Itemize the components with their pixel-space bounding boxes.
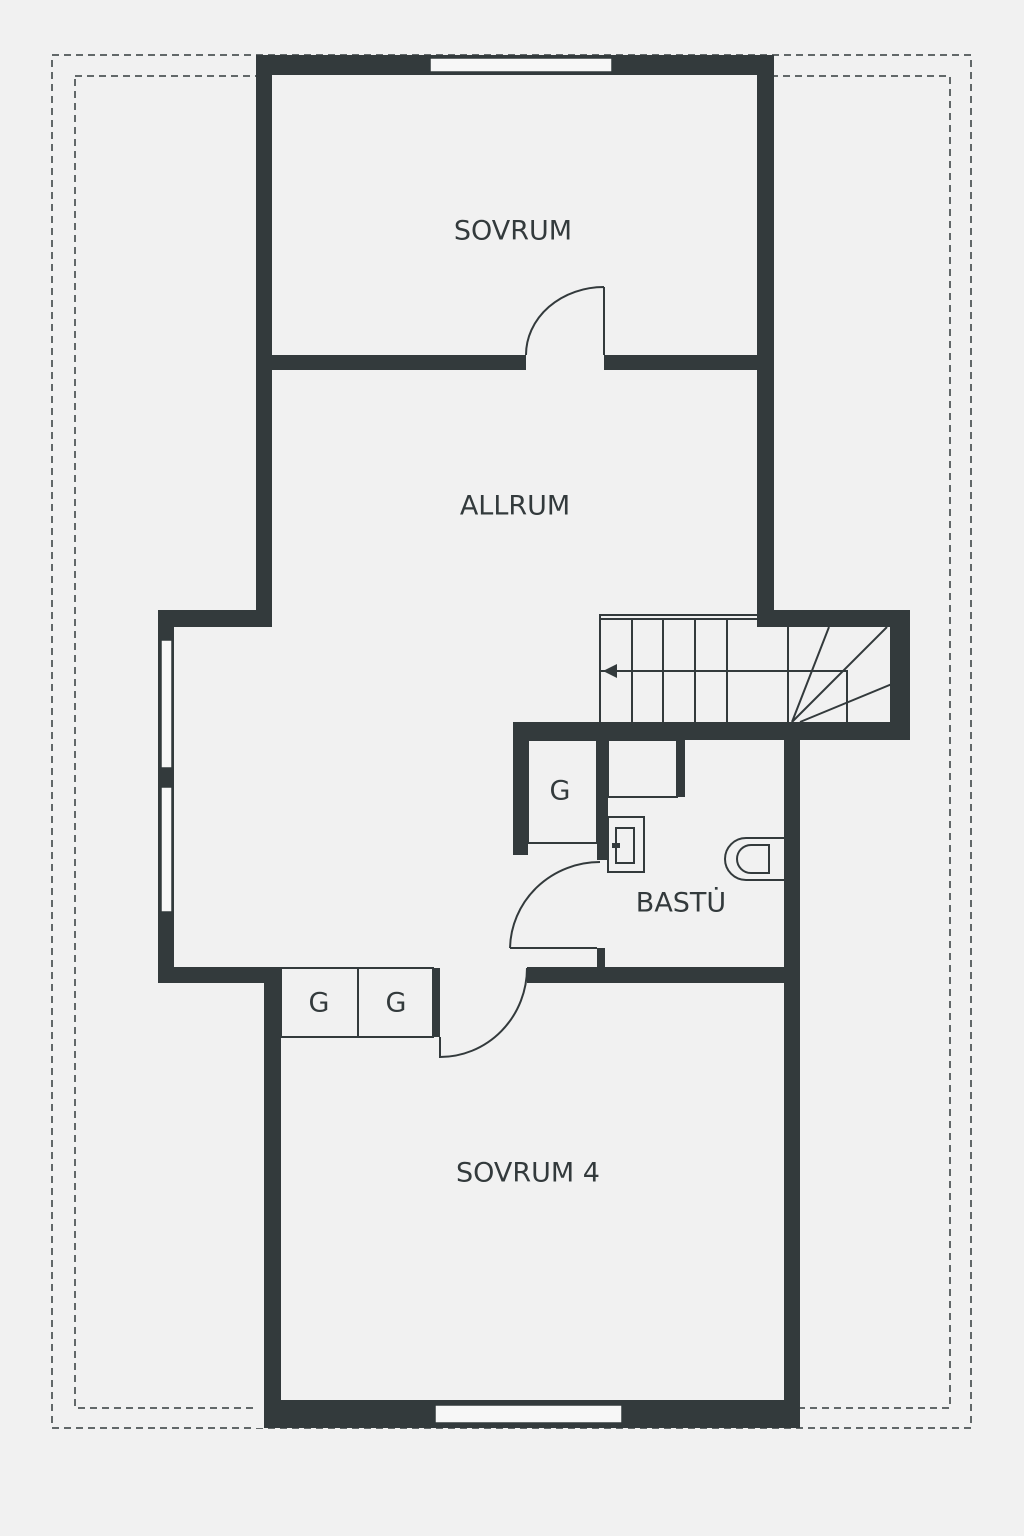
room-labels: SOVRUM ALLRUM G BASTU̇ G G SOVRUM 4	[309, 216, 727, 1189]
room-label-bastu: BASTU̇	[636, 887, 726, 919]
toilet-icon	[724, 837, 784, 881]
stair-direction-arrow-icon	[603, 664, 617, 678]
doors	[439, 286, 605, 1059]
room-label-sovrum-4: SOVRUM 4	[456, 1158, 600, 1189]
staircase	[599, 614, 893, 723]
room-label-allrum: ALLRUM	[460, 491, 570, 522]
room-label-sovrum: SOVRUM	[454, 216, 572, 247]
room-label-closet-right: G	[386, 988, 407, 1019]
windows	[160, 57, 623, 1424]
room-label-closet-left: G	[309, 988, 330, 1019]
room-label-closet-hall: G	[550, 776, 571, 807]
fixtures	[280, 739, 784, 1038]
